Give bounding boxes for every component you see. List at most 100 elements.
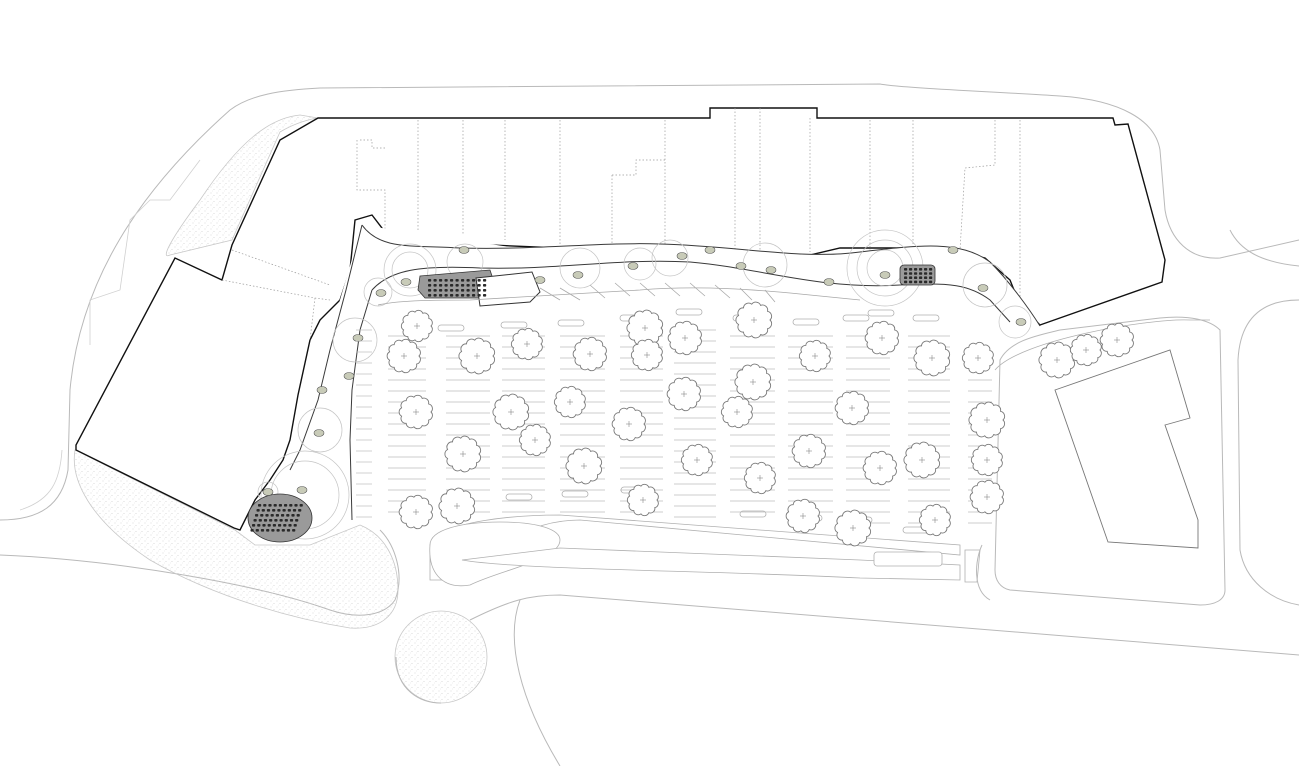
seat-icon [924,272,928,275]
seat-icon [919,268,923,271]
seat-icon [433,284,437,287]
seat-icon [904,276,908,279]
seat-icon [461,284,465,287]
seat-icon [919,272,923,275]
seat-icon [276,529,280,532]
seating-area-south [247,493,313,543]
seat-icon [929,268,933,271]
seat-icon [914,276,918,279]
seat-icon [260,514,264,517]
island-cap [675,308,703,316]
seat-icon [444,279,448,282]
tree-icon [834,390,869,426]
seat-icon [261,509,265,512]
planter-icon [735,262,747,270]
landscape-areas [73,114,399,629]
seat-icon [272,509,276,512]
tree-icon [400,309,433,343]
seat-icon [439,279,443,282]
planter-icon [977,284,989,292]
tree-icon [518,423,551,457]
planter-icon [375,289,387,297]
seat-icon [461,279,465,282]
seat-icon [929,272,933,275]
seat-icon [428,284,432,287]
seat-icon [278,504,282,507]
island-cap [912,314,940,322]
tree-icon [968,401,1006,439]
tree-icon [666,376,701,412]
seat-icon [455,279,459,282]
seat-icon [268,504,272,507]
seat-icon [286,514,290,517]
planter-icon [296,486,308,494]
seat-icon [295,519,299,522]
island-cap [557,319,585,327]
tree-icon [798,339,831,373]
tree-icon [510,327,543,361]
seat-icon [286,529,291,532]
seat-icon [273,504,277,507]
seat-icon [477,294,481,297]
seat-icon [252,524,256,527]
seat-icon [281,529,285,532]
tree-icon [734,363,772,401]
seat-icon [274,519,278,522]
tree-icon [785,498,820,534]
tree-icon [398,494,433,530]
planter-icon [823,278,835,286]
seat-icon [265,514,269,517]
seat-icon [904,280,908,284]
seat-icon [258,504,262,507]
seat-icon [281,514,285,517]
seat-icon [483,294,487,297]
seat-icon [271,529,275,532]
seat-icon [289,504,293,507]
planter-icon [704,246,716,254]
tree-icon [438,487,476,525]
tree-icon [611,406,646,442]
planter-icon [343,372,355,380]
seat-icon [483,289,487,292]
seat-icon [294,504,298,507]
island-cap [842,314,870,322]
tree-icon [969,479,1004,515]
seat-icon [293,524,297,527]
seat-icon [428,294,432,297]
seat-icon [909,272,913,275]
planter-icon [316,386,328,394]
tree-icon [735,301,773,339]
seat-icon [253,519,257,522]
tree-icon [903,441,941,479]
seat-icon [266,529,270,532]
seat-icon [461,294,465,297]
tree-icon [864,320,899,356]
planter-icon [458,246,470,254]
seat-icon [466,284,470,287]
seat-icon [919,280,923,284]
tree-icon [667,320,702,356]
seat-icon [450,289,454,292]
island-cap [867,309,895,317]
seat-icon [472,279,476,282]
seat-icon [279,519,283,522]
seat-icon [461,289,465,292]
tree-icon [918,503,951,537]
seat-icon [444,289,448,292]
tree-icon [970,443,1003,477]
seat-icon [914,280,918,284]
seat-icon [258,519,262,522]
tree-icon [630,338,663,372]
seat-icon [466,289,470,292]
seat-icon [477,289,481,292]
seat-icon [924,280,928,284]
seat-icon [914,268,918,271]
seat-icon [266,509,271,512]
seat-icon [904,268,908,271]
seat-icon [439,289,443,292]
tree-icon [743,461,776,495]
planter-icon [572,271,584,279]
seat-icon [450,279,454,282]
island-cap [437,324,465,332]
